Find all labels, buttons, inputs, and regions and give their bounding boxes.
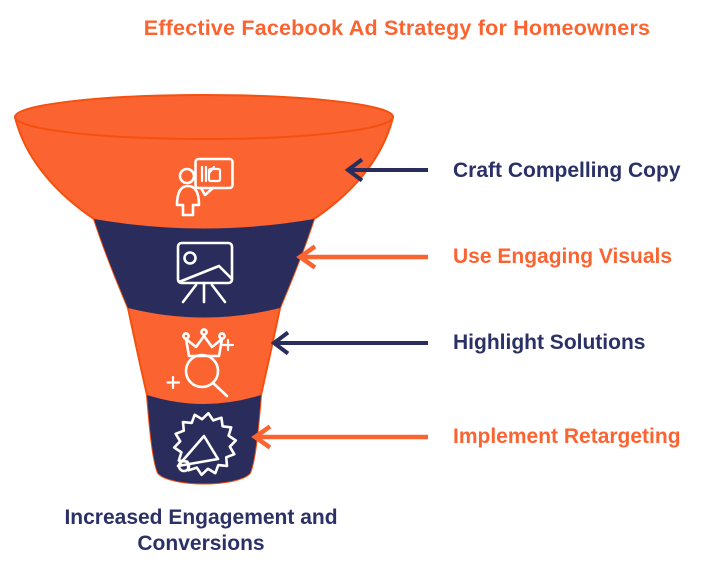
megaphone-badge-icon [172,411,238,477]
arrow-highlight-solutions [270,330,428,356]
person-presenting-speech-bubble-icon [175,157,234,217]
stage-label-highlight-solutions: Highlight Solutions [453,331,646,354]
arrow-use-engaging-visuals [296,244,428,270]
arrow-implement-retargeting [251,424,428,450]
crown-magnifier-icon [166,328,235,398]
starburst-shape [172,411,238,477]
easel-picture-icon [176,241,234,304]
stage-label-use-engaging-visuals: Use Engaging Visuals [453,245,673,268]
funnel-outcome-caption: Increased Engagement and Conversions [64,506,338,555]
funnel-segment-4 [147,395,261,484]
funnel-segment-2 [94,219,314,318]
arrow-craft-compelling-copy [344,157,428,183]
diagram-title: Effective Facebook Ad Strategy for Homeo… [143,16,651,40]
stage-label-implement-retargeting: Implement Retargeting [453,425,681,448]
funnel-opening-rim [14,94,394,140]
stage-label-craft-compelling-copy: Craft Compelling Copy [453,159,681,182]
